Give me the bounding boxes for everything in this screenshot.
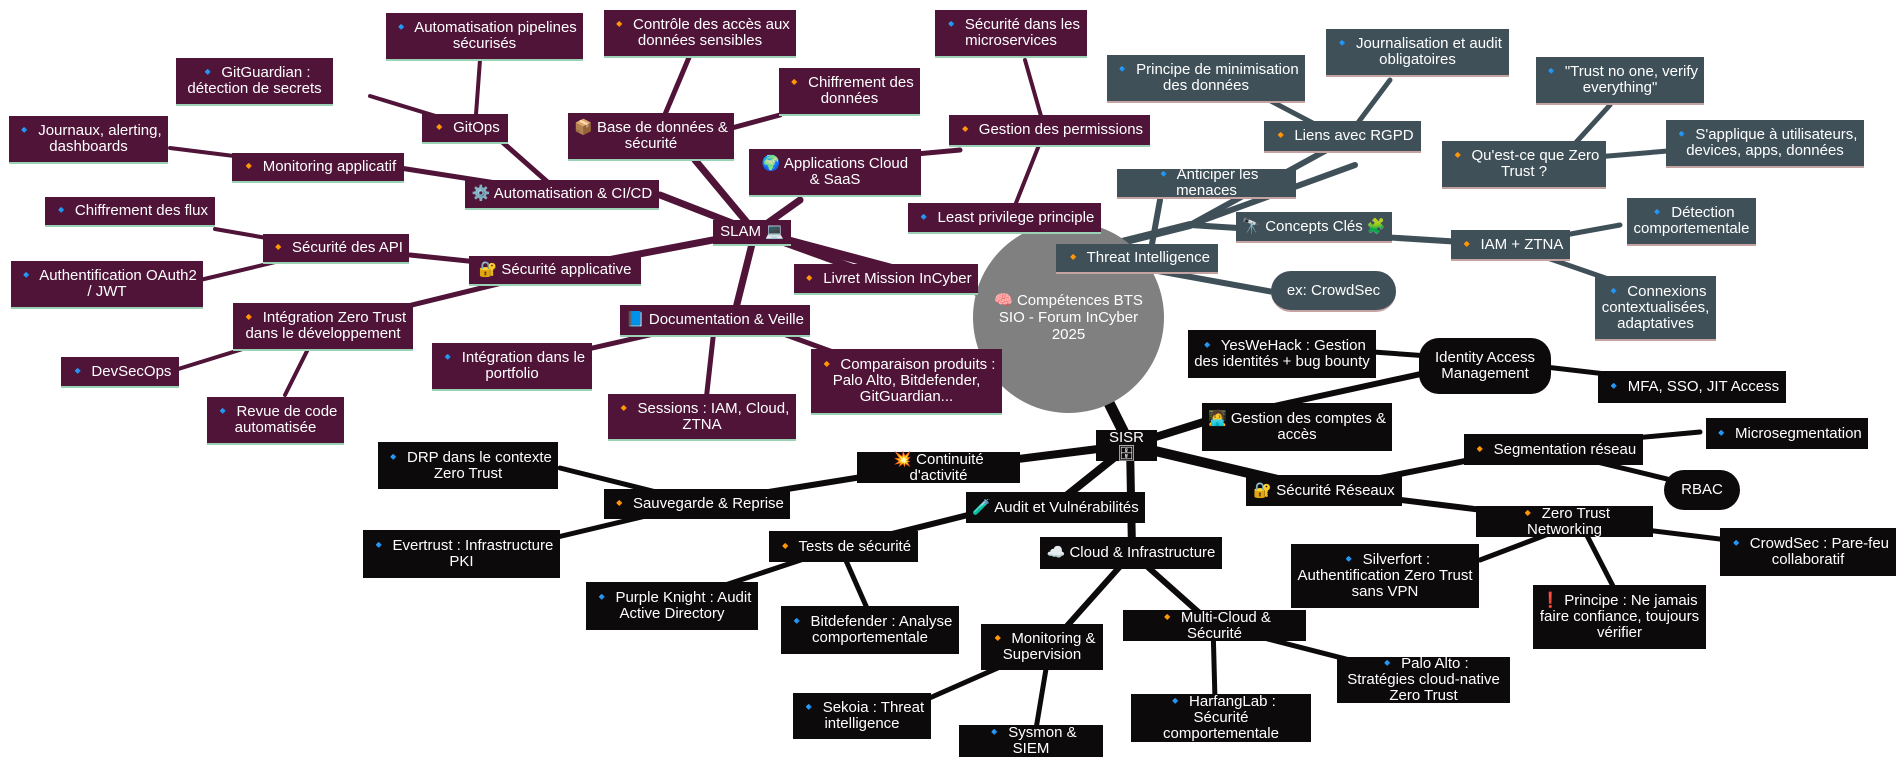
sisr-iam: Identity Access Management — [1419, 338, 1551, 394]
slam-bdd: 📦 Base de données & sécurité — [568, 113, 734, 161]
sisr-drp: 🔹 DRP dans le contexte Zero Trust — [378, 442, 558, 489]
slam-journaux: 🔹 Journaux, alerting, dashboards — [9, 116, 168, 164]
sisr-gestion-comptes: 🧑‍💻 Gestion des comptes & accès — [1202, 403, 1392, 451]
sisr-paloalto: 🔹 Palo Alto : Stratégies cloud-native Ze… — [1337, 656, 1510, 704]
concepts-iam-ztna: 🔸 IAM + ZTNA — [1451, 230, 1570, 261]
sisr-mfa: 🔹 MFA, SSO, JIT Access — [1598, 371, 1786, 403]
slam-controle-acces: 🔸 Contrôle des accès aux données sensibl… — [604, 10, 796, 58]
slam-documentation: 📘 Documentation & Veille — [620, 305, 810, 337]
slam-automatisation: ⚙️ Automatisation & CI/CD — [465, 180, 659, 210]
slam-gitops: 🔸 GitOps — [422, 114, 508, 144]
sisr-audit: 🧪 Audit et Vulnérabilités — [966, 492, 1145, 523]
sisr-monitoring-sup: 🔸 Monitoring & Supervision — [981, 624, 1103, 670]
concepts-connexions: 🔹 Connexions contextualisées, adaptative… — [1595, 276, 1716, 341]
concepts-rgpd: 🔸 Liens avec RGPD — [1264, 121, 1421, 153]
sisr-segmentation: 🔸 Segmentation réseau — [1464, 434, 1643, 465]
sisr-cloud-infra: ☁️ Cloud & Infrastructure — [1040, 537, 1222, 569]
sisr-rbac: RBAC — [1664, 470, 1740, 510]
slam-oauth: 🔹 Authentification OAuth2 / JWT — [11, 261, 203, 309]
slam-comparaison: 🔸 Comparaison produits : Palo Alto, Bitd… — [811, 349, 1002, 415]
slam-portfolio: 🔹 Intégration dans le portfolio — [432, 343, 592, 391]
concepts-journalisation: 🔹 Journalisation et audit obligatoires — [1326, 29, 1509, 77]
sisr-tests: 🔸 Tests de sécurité — [769, 531, 918, 562]
concepts-threat: 🔸 Threat Intelligence — [1056, 244, 1218, 274]
sisr-sysmon: 🔹 Sysmon & SIEM — [959, 725, 1103, 757]
concepts-root: 🔭 Concepts Clés 🧩 — [1236, 212, 1392, 243]
slam-integration-zt: 🔸 Intégration Zero Trust dans le dévelop… — [233, 303, 413, 351]
sisr-bitdefender: 🔹 Bitdefender : Analyse comportementale — [781, 606, 959, 654]
slam-least-privilege: 🔹 Least privilege principle — [908, 203, 1101, 234]
slam-root: SLAM 💻 — [713, 220, 791, 246]
concepts-zt-def: 🔸 Qu'est-ce que Zero Trust ? — [1442, 141, 1606, 189]
sisr-principe: ❗ Principe : Ne jamais faire confiance, … — [1533, 585, 1706, 649]
slam-chiffrement-flux: 🔹 Chiffrement des flux — [45, 197, 215, 227]
sisr-root: SISR 🗄 — [1096, 429, 1157, 461]
sisr-evertrust: 🔹 Evertrust : Infrastructure PKI — [363, 530, 560, 578]
sisr-crowdsec-fw: 🔹 CrowdSec : Pare-feu collaboratif — [1720, 528, 1896, 576]
sisr-sekoia: 🔹 Sekoia : Threat intelligence — [793, 693, 931, 739]
slam-securite-app: 🔐 Sécurité applicative — [469, 256, 641, 286]
sisr-securite-reseaux: 🔐 Sécurité Réseaux — [1246, 475, 1402, 506]
slam-sessions: 🔸 Sessions : IAM, Cloud, ZTNA — [608, 394, 796, 441]
sisr-silverfort: 🔹 Silverfort : Authentification Zero Tru… — [1291, 544, 1479, 608]
slam-monitoring-app: 🔸 Monitoring applicatif — [232, 153, 404, 183]
slam-gestion-permissions: 🔸 Gestion des permissions — [949, 115, 1150, 147]
concepts-applique: 🔹 S'applique à utilisateurs, devices, ap… — [1666, 120, 1864, 168]
sisr-ztn: 🔸 Zero Trust Networking — [1476, 505, 1653, 537]
sisr-multicloud: 🔸 Multi-Cloud & Sécurité — [1123, 609, 1306, 641]
sisr-harfang: 🔹 HarfangLab : Sécurité comportementale — [1131, 694, 1311, 742]
slam-revue-code: 🔹 Revue de code automatisée — [207, 397, 344, 445]
slam-gitguardian: 🔹 GitGuardian : détection de secrets — [176, 58, 333, 106]
concepts-anticiper: 🔹 Anticiper les menaces — [1117, 167, 1296, 199]
concepts-crowdsec: ex: CrowdSec — [1271, 271, 1396, 312]
sisr-yeswehack: 🔹 YesWeHack : Gestion des identités + bu… — [1188, 330, 1376, 378]
slam-livret: 🔸 Livret Mission InCyber — [794, 264, 978, 295]
slam-securite-api: 🔸 Sécurité des API — [263, 234, 409, 264]
sisr-microsegmentation: 🔹 Microsegmentation — [1706, 418, 1868, 449]
sisr-sauvegarde: 🔸 Sauvegarde & Reprise — [604, 489, 790, 519]
concepts-minimisation: 🔹 Principe de minimisation des données — [1107, 55, 1305, 103]
slam-chiffrement-donnees: 🔸 Chiffrement des données — [779, 68, 920, 116]
sisr-continuite: 💥 Continuité d'activité — [857, 451, 1020, 483]
concepts-detection: 🔹 Détection comportementale — [1627, 198, 1756, 246]
slam-microservices: 🔹 Sécurité dans les microservices — [935, 10, 1087, 58]
sisr-purple: 🔹 Purple Knight : Audit Active Directory — [586, 582, 758, 630]
slam-cloud-saas: 🌍 Applications Cloud & SaaS — [749, 149, 921, 197]
slam-devsecops: 🔹 DevSecOps — [61, 357, 179, 388]
concepts-trust: 🔹 "Trust no one, verify everything" — [1536, 57, 1704, 105]
slam-pipelines: 🔹 Automatisation pipelines sécurisés — [386, 13, 583, 61]
